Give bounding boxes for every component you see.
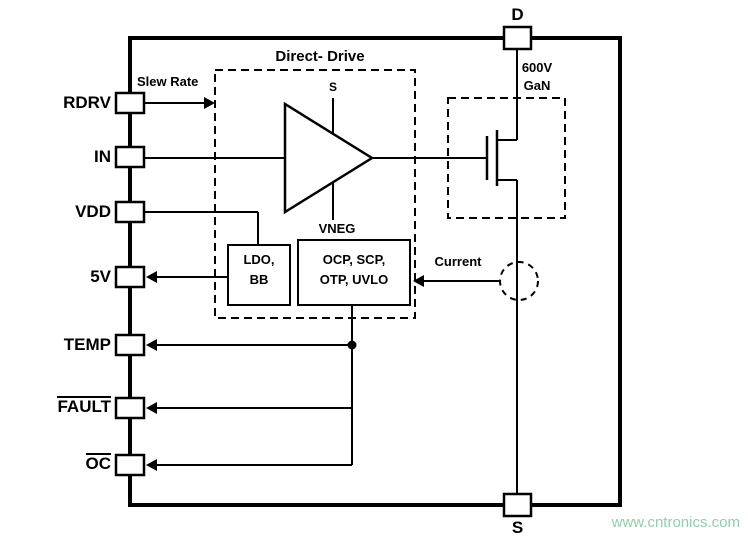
pin-box-oc bbox=[114, 453, 146, 477]
pin-box-vdd bbox=[114, 200, 146, 224]
pin-label-fault: FAULT bbox=[5, 396, 111, 417]
driver-amplifier-icon bbox=[283, 101, 375, 215]
pin-box-rdrv bbox=[114, 91, 146, 115]
oc-overline-text: OC bbox=[85, 453, 111, 473]
pin-label-temp: TEMP bbox=[63, 335, 111, 354]
protection-label-line2: OTP, UVLO bbox=[319, 272, 389, 287]
slew-rate-label: Slew Rate bbox=[137, 74, 199, 89]
gan-label-gan: GaN bbox=[523, 78, 551, 93]
pin-box-d bbox=[502, 25, 533, 51]
vneg-label: VNEG bbox=[318, 221, 356, 236]
pin-box-temp bbox=[114, 333, 146, 357]
rdrv-arrowhead-icon bbox=[204, 97, 215, 109]
fault-arrowhead-icon bbox=[146, 402, 157, 414]
pin-label-in: IN bbox=[94, 147, 111, 166]
gan-label-600v: 600V bbox=[521, 60, 553, 75]
ldo-label-line2: BB bbox=[249, 272, 269, 287]
pin-box-5v bbox=[114, 265, 146, 289]
pin-box-fault bbox=[114, 396, 146, 420]
5v-arrowhead-icon bbox=[146, 271, 157, 283]
pin-box-s bbox=[502, 492, 533, 518]
protection-label-line1: OCP, SCP, bbox=[322, 252, 386, 267]
direct-drive-title: Direct- Drive bbox=[275, 48, 365, 65]
protection-box bbox=[297, 239, 411, 306]
source-pin-label: S bbox=[511, 518, 524, 537]
pin-label-vdd: VDD bbox=[75, 202, 111, 221]
direct-drive-dashed-box bbox=[214, 69, 416, 319]
ldo-bb-box bbox=[227, 244, 291, 306]
amp-s-label: S bbox=[328, 80, 337, 94]
pin-label-rdrv: RDRV bbox=[63, 93, 111, 112]
oc-arrowhead-icon bbox=[146, 459, 157, 471]
drain-pin-label: D bbox=[511, 5, 524, 24]
temp-arrowhead-icon bbox=[146, 339, 157, 351]
ldo-label-line1: LDO, bbox=[243, 252, 275, 267]
watermark: www.cntronics.com bbox=[611, 514, 740, 531]
gan-fet-dashed-box bbox=[447, 97, 566, 219]
pin-label-oc: OC bbox=[5, 453, 111, 474]
current-sense-circle-icon bbox=[499, 261, 539, 301]
fault-overline-text: FAULT bbox=[57, 396, 111, 416]
current-label: Current bbox=[434, 254, 482, 269]
current-arrowhead-icon bbox=[413, 275, 424, 287]
pin-box-in bbox=[114, 145, 146, 169]
pin-label-5v: 5V bbox=[90, 267, 111, 286]
